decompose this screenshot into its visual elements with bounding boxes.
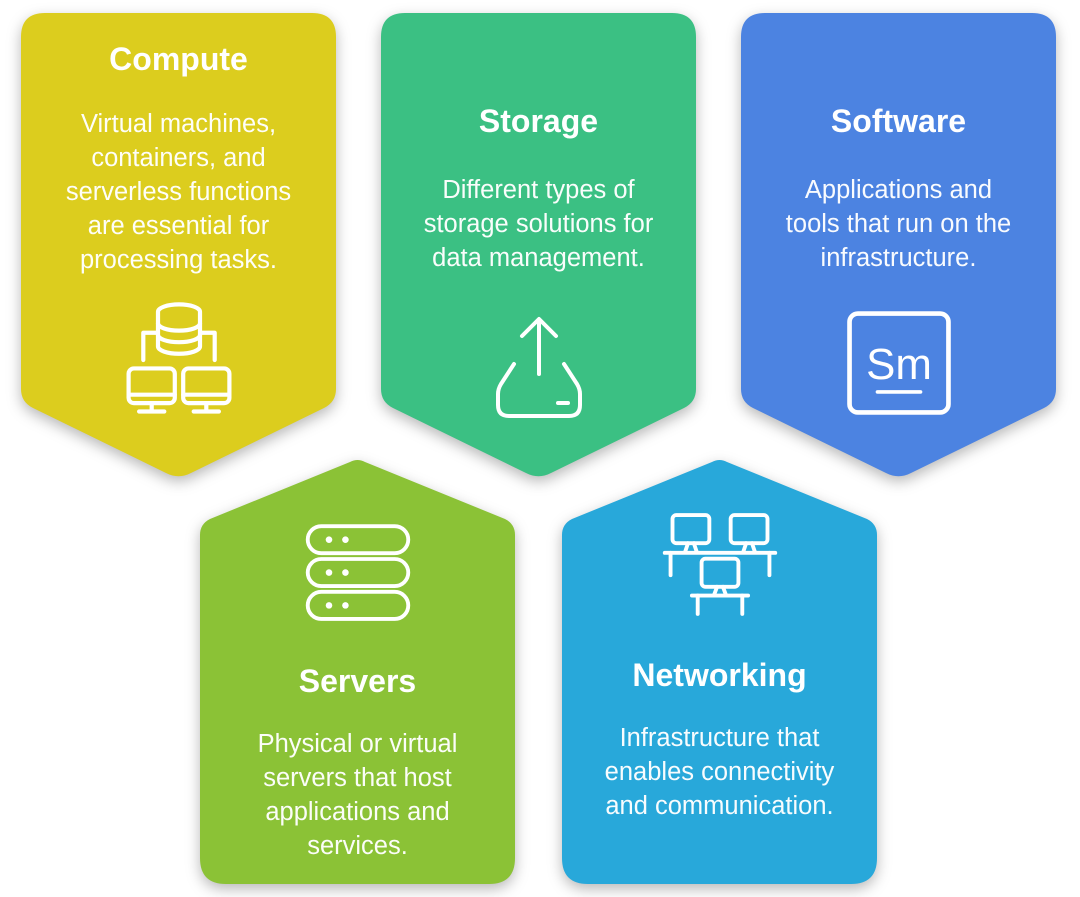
computer-network-icon <box>662 513 777 616</box>
card-networking: Networking Infrastructure that enables c… <box>562 458 877 884</box>
card-title: Networking <box>632 657 807 693</box>
storage-banner-shape <box>381 13 696 477</box>
server-rack-icon <box>305 524 410 621</box>
card-title: Software <box>830 103 967 139</box>
card-description: Applications and tools that run on the i… <box>785 176 1012 272</box>
database-network-icon <box>125 302 231 414</box>
card-description: Virtual machines, containers, and server… <box>65 110 292 274</box>
card-compute: Compute Virtual machines, containers, an… <box>21 13 336 480</box>
card-shape <box>741 13 1056 477</box>
card-description: Physical or virtual servers that host ap… <box>257 730 458 860</box>
card-storage: Storage Different types of storage solut… <box>381 13 696 480</box>
card-description: Infrastructure that enables connectivity… <box>604 724 835 820</box>
card-title: Compute <box>109 41 248 77</box>
card-shape <box>381 13 696 477</box>
card-shape <box>21 13 336 477</box>
upload-drive-icon <box>495 317 582 418</box>
card-servers: Servers Physical or virtual servers that… <box>200 458 515 884</box>
card-shape <box>562 460 877 884</box>
servers-banner-shape <box>200 460 515 884</box>
card-description: Different types of storage solutions for… <box>423 176 654 272</box>
networking-banner-shape <box>562 460 877 884</box>
card-title: Servers <box>298 663 417 699</box>
card-title: Storage <box>478 103 599 139</box>
compute-banner-shape <box>21 13 336 477</box>
element-square-icon: Sm <box>846 311 951 415</box>
card-software: Software Applications and tools that run… <box>741 13 1056 480</box>
software-banner-shape <box>741 13 1056 477</box>
card-shape <box>200 460 515 884</box>
element-symbol-text: Sm <box>866 340 932 389</box>
